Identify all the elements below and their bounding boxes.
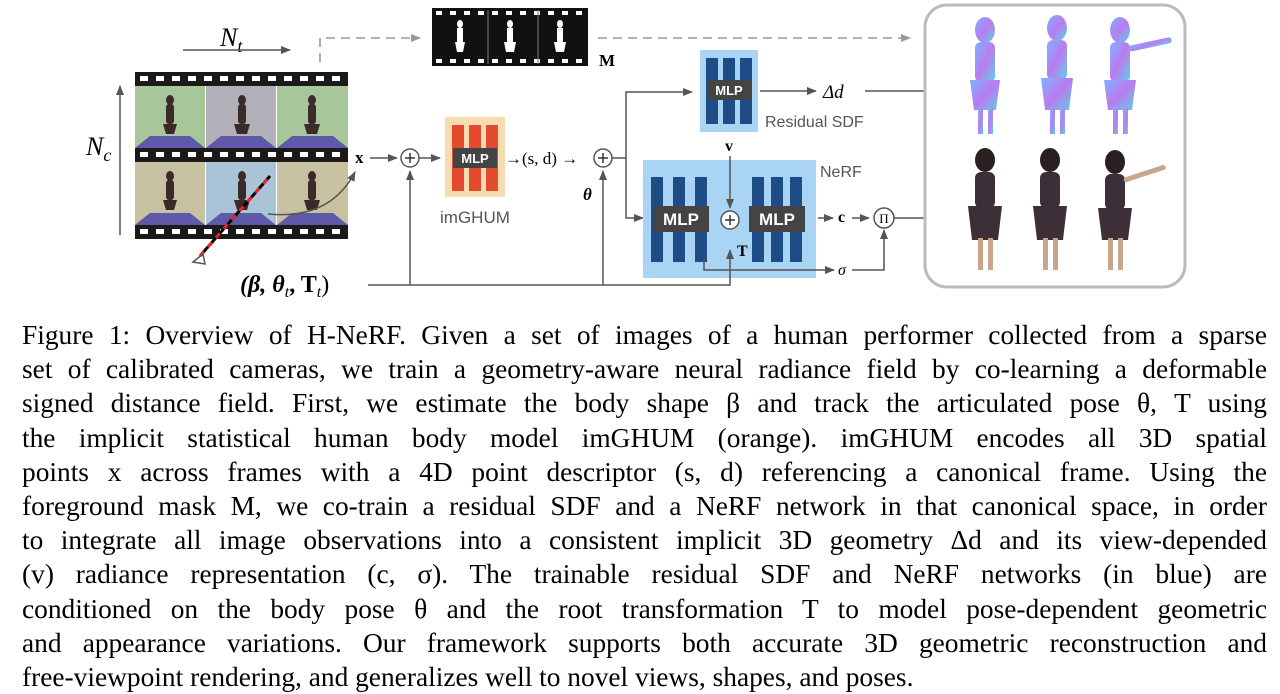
frames-axis-label: Nt — [219, 23, 243, 56]
point-x-label: x — [355, 148, 364, 167]
sigma-label: σ — [838, 262, 847, 279]
nerf-sum-node — [720, 210, 740, 230]
caption-line: and appearance variations. Our framework… — [22, 627, 1267, 658]
svg-text:MLP: MLP — [715, 83, 743, 98]
view-dir-label: v — [725, 138, 733, 155]
svg-text:MLP: MLP — [759, 210, 795, 229]
caption-line: the implicit statistical human body mode… — [22, 422, 1267, 453]
descriptor-label: →(s, d) → — [505, 149, 578, 168]
sum-node-2 — [593, 148, 613, 168]
caption-line: signed distance field. First, we estimat… — [22, 388, 1267, 419]
caption-line: foreground mask M, we co-train a residua… — [22, 491, 1267, 522]
camera-ray — [191, 171, 356, 265]
imghum-mlp: MLP — [445, 117, 505, 197]
residual-sdf-label: Residual SDF — [765, 114, 864, 131]
color-label: c — [838, 209, 845, 226]
caption-line: Figure 1: Overview of H-NeRF. Given a se… — [22, 320, 1267, 350]
nerf-label: NeRF — [820, 164, 862, 181]
caption-line: (v) radiance representation (c, σ). The … — [22, 559, 1267, 590]
mask-label: M — [599, 51, 615, 70]
caption-line: free-viewpoint rendering, and generalize… — [22, 662, 914, 693]
appearance-renders — [968, 148, 1166, 270]
caption-line: points x across frames with a 4D point d… — [22, 456, 1267, 487]
mask-film — [432, 8, 588, 66]
caption-line: conditioned on the body pose θ and the r… — [22, 593, 1267, 624]
pose-input-label: (β, θt, Tt) — [240, 272, 329, 300]
nerf-mlp-1: MLP — [651, 177, 709, 262]
figure-caption: Figure 1: Overview of H-NeRF. Given a se… — [22, 318, 1267, 694]
svg-text:Π: Π — [879, 211, 888, 226]
sum-node-1 — [400, 148, 420, 168]
overview-diagram: Nt Nc — [85, 3, 1187, 300]
output-panel — [923, 3, 1187, 289]
residual-sdf-mlp: MLP — [700, 50, 758, 132]
geometry-renders — [970, 15, 1172, 134]
imghum-label: imGHUM — [440, 208, 510, 227]
render-node: Π — [873, 207, 895, 229]
nerf-mlp-2: MLP — [749, 177, 805, 262]
cameras-axis-label: Nc — [85, 132, 111, 165]
theta-label: θ — [583, 185, 592, 204]
delta-d-label: Δd — [822, 82, 844, 103]
image-grid — [135, 72, 348, 239]
transform-label: T — [737, 243, 748, 260]
svg-text:MLP: MLP — [461, 151, 489, 166]
mask-dashed-arrow — [319, 34, 421, 62]
caption-line: set of calibrated cameras, we train a ge… — [22, 354, 1267, 385]
svg-text:MLP: MLP — [663, 210, 699, 229]
caption-line: to integrate all image observations into… — [22, 525, 1267, 556]
